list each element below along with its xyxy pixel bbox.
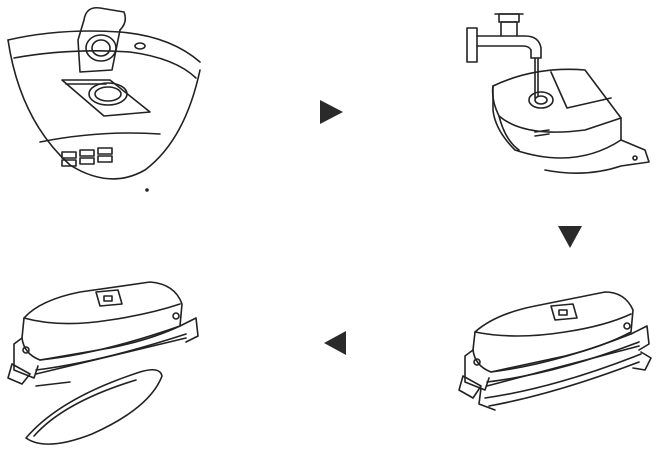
step-assembled-tank-panel <box>455 270 657 455</box>
arrow-left-icon <box>323 330 347 356</box>
step-attach-mop-panel <box>0 270 215 455</box>
attach-mop-cloth-icon <box>0 270 215 455</box>
open-water-tank-cap-icon <box>0 0 215 200</box>
arrow-right-icon <box>318 99 344 125</box>
fill-tank-from-faucet-icon <box>455 0 657 190</box>
arrow-down-icon <box>557 225 583 249</box>
step-fill-water-panel <box>455 0 657 190</box>
water-tank-assembled-icon <box>455 270 657 455</box>
step-open-cap-panel <box>0 0 215 200</box>
